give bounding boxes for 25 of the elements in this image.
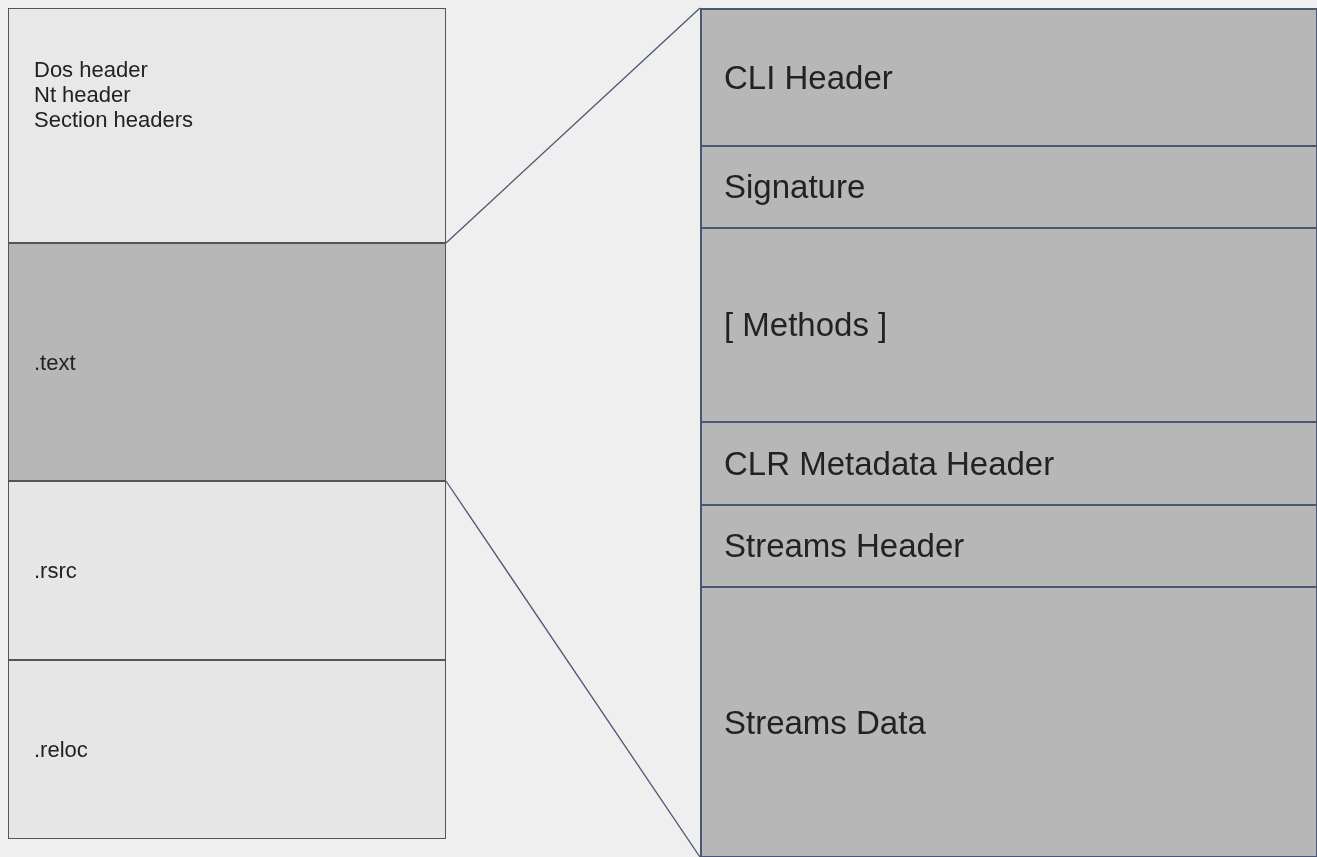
section-box [8, 243, 446, 481]
section-box [8, 8, 446, 243]
section-box [701, 587, 1316, 856]
section-box [701, 9, 1316, 146]
section-label: [ Methods ] [724, 305, 889, 345]
section-label: Nt header [34, 82, 132, 107]
section-box [8, 481, 446, 660]
zoom-line [445, 480, 701, 857]
section-box [701, 228, 1316, 422]
section-label: Dos header [34, 57, 149, 82]
section-label: .text [34, 349, 77, 375]
section-label: Streams Data [724, 702, 927, 743]
section-box [701, 422, 1316, 505]
section-label: Streams Header [724, 526, 966, 566]
section-label: .rsrc [34, 558, 78, 583]
section-label: Section headers [34, 107, 194, 132]
zoom-line [445, 7, 701, 244]
section-box [701, 505, 1316, 587]
section-box [8, 660, 446, 839]
section-box [701, 146, 1316, 228]
section-label: CLI Header [724, 57, 894, 98]
panel-box [700, 8, 1317, 857]
section-label: .reloc [34, 737, 89, 762]
section-label: Signature [724, 167, 867, 207]
section-label: CLR Metadata Header [724, 443, 1056, 484]
